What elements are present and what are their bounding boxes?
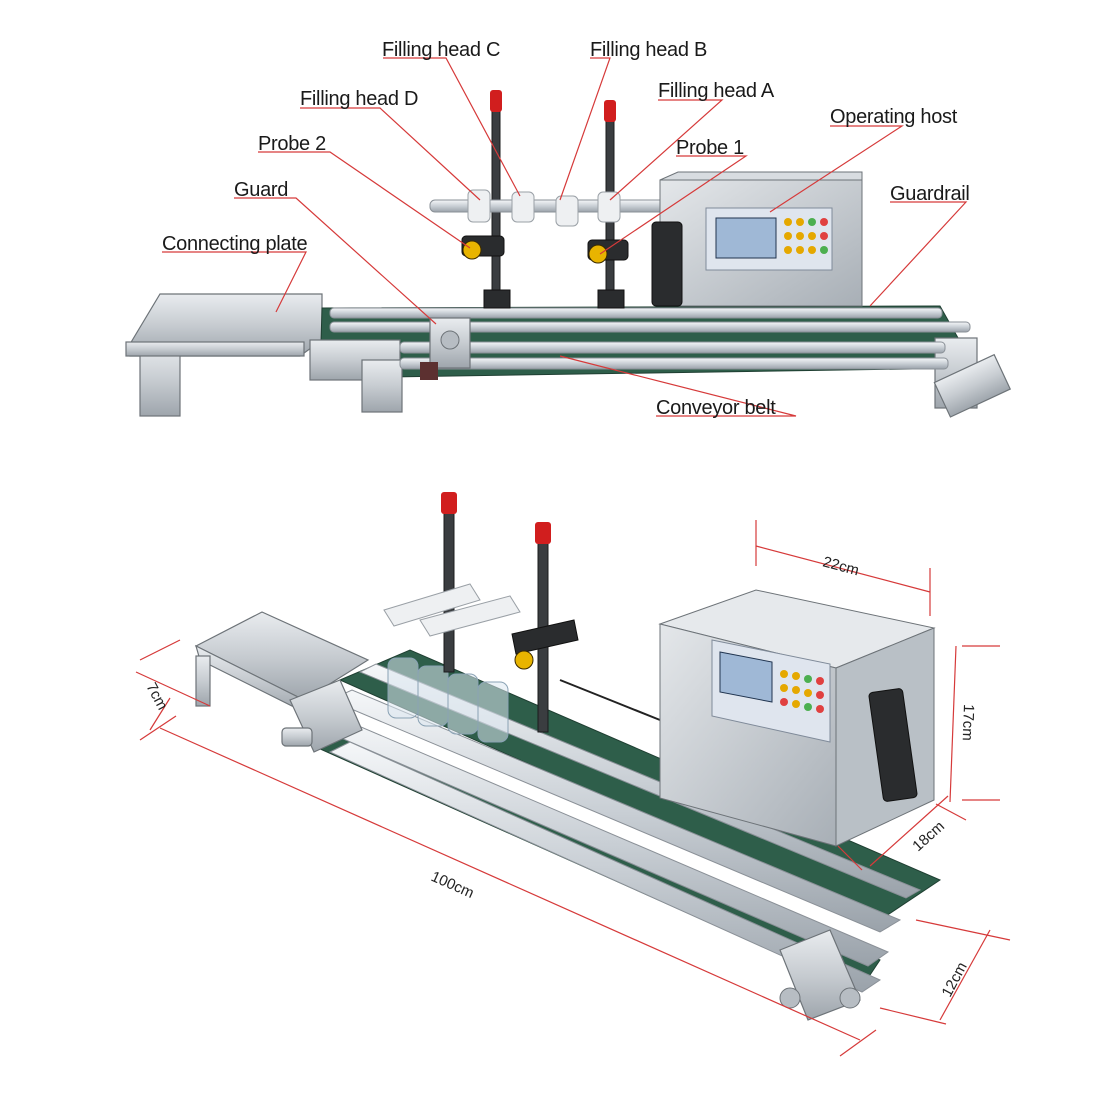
label-filling-head-c: Filling head C [382, 39, 500, 61]
front-keypad [784, 218, 828, 254]
callout-leaders [162, 57, 968, 417]
perspective-filling-assembly [383, 492, 661, 733]
callout-labels: Filling head C Filling head B Filling he… [162, 39, 970, 419]
perspective-keypad [780, 670, 824, 713]
front-operating-host [651, 171, 863, 307]
front-nozzles [467, 189, 621, 227]
dim-plate-height: 7cm [142, 680, 170, 713]
label-operating-host: Operating host [830, 106, 958, 128]
dim-host-width: 22cm [821, 553, 861, 579]
front-probes [461, 235, 629, 264]
connecting-plate [125, 293, 323, 417]
perspective-operating-host [658, 589, 936, 847]
dim-belt-width: 12cm [939, 960, 971, 1000]
label-guardrail: Guardrail [890, 183, 970, 205]
dim-host-depth: 18cm [909, 818, 948, 855]
label-guard: Guard [234, 179, 288, 201]
front-conveyor [309, 305, 1012, 418]
front-filling-assembly [429, 90, 681, 309]
label-probe-2: Probe 2 [258, 133, 326, 155]
label-filling-head-d: Filling head D [300, 88, 418, 110]
perspective-bottles [387, 657, 509, 743]
label-filling-head-b: Filling head B [590, 39, 707, 61]
label-probe-1: Probe 1 [676, 137, 744, 159]
dim-host-height: 17cm [959, 704, 977, 741]
perspective-view-machine [194, 492, 942, 1021]
label-conveyor-belt: Conveyor belt [656, 397, 776, 419]
dimension-lines [135, 520, 1011, 1057]
dim-total-length: 100cm [428, 868, 476, 902]
label-connecting-plate: Connecting plate [162, 233, 307, 255]
front-view-machine [125, 90, 1012, 418]
label-filling-head-a: Filling head A [658, 80, 775, 102]
